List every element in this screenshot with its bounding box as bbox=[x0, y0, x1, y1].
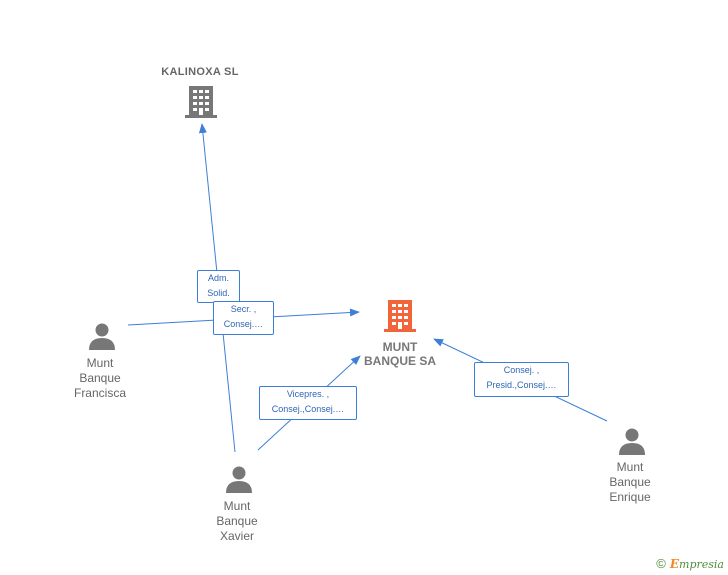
brand-name: mpresia bbox=[679, 558, 724, 571]
kalinoxa-label[interactable]: KALINOXA SL bbox=[161, 66, 239, 78]
enrique-person-icon[interactable] bbox=[619, 428, 645, 456]
edge-label-vicepres[interactable]: Vicepres. , Consej.,Consej.… bbox=[259, 386, 357, 420]
enrique-label[interactable]: Munt Banque Enrique bbox=[609, 460, 651, 504]
brand-initial: E bbox=[669, 557, 680, 571]
francisca-label[interactable]: Munt Banque Francisca bbox=[73, 356, 126, 400]
munt-banque-sa-label[interactable]: MUNT BANQUE SA bbox=[363, 340, 436, 368]
edge-label-presid[interactable]: Consej. , Presid.,Consej.… bbox=[474, 362, 569, 397]
edge-label-secr-consej[interactable]: Secr. , Consej.… bbox=[213, 301, 274, 335]
munt-banque-sa-building-icon[interactable] bbox=[384, 300, 416, 332]
kalinoxa-building-icon[interactable] bbox=[185, 86, 217, 118]
edge-label-adm-solid[interactable]: Adm. Solid. bbox=[197, 270, 240, 303]
empresia-logo: ©Empresia bbox=[656, 556, 724, 571]
copyright-symbol: © bbox=[656, 556, 666, 571]
xavier-label[interactable]: Munt Banque Xavier bbox=[216, 499, 258, 543]
xavier-person-icon[interactable] bbox=[226, 466, 252, 494]
francisca-person-icon[interactable] bbox=[89, 323, 115, 351]
